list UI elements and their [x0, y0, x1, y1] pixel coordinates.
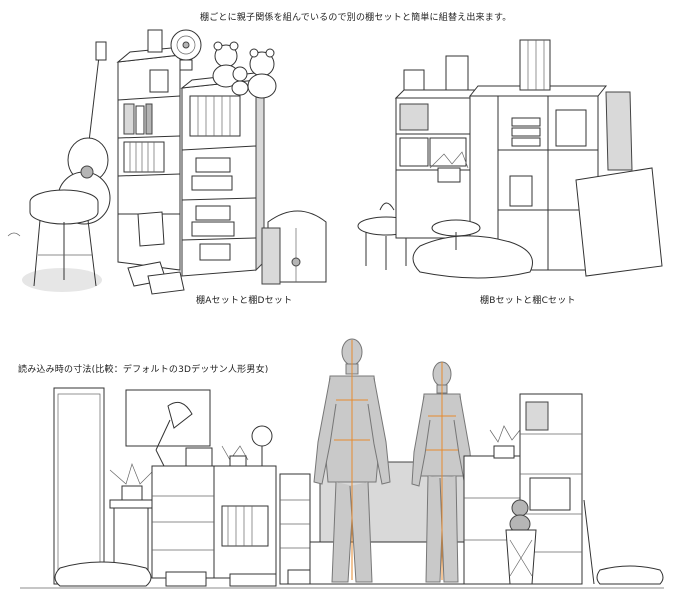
tall-bookcase-illustration: [519, 393, 583, 585]
scale-comparison-scene: [20, 338, 664, 589]
male-mannequin-illustration: [313, 338, 391, 583]
caption-shelf-a-d: 棚Aセットと棚Dセット: [196, 296, 293, 306]
picture-board-illustration: [125, 389, 211, 447]
floor-items-illustration: [165, 571, 277, 587]
shelf-b-c-scene: [357, 39, 663, 279]
desk-lamp-illustration: [155, 401, 193, 467]
stool-illustration: [29, 189, 99, 287]
leaning-board-illustration: [575, 91, 663, 277]
shelf-a-d-scene: [7, 29, 327, 295]
header-text: 棚ごとに親子関係を組んでいるので別の棚セットと簡単に組替え出来ます。: [200, 13, 512, 23]
floor-books-illustration: [7, 211, 185, 295]
section-title-dimensions: 読み込み時の寸法(比較：デフォルトの3Dデッサン人形男女): [18, 365, 269, 375]
shelf-d-illustration: [180, 70, 266, 277]
cushion-right-illustration: [583, 499, 664, 585]
box-stack-illustration: [279, 473, 311, 585]
shelf-b-illustration: [394, 55, 480, 239]
female-mannequin-illustration: [411, 361, 473, 583]
caption-shelf-b-c: 棚Bセットと棚Cセット: [480, 296, 576, 306]
floor-cushion-illustration: [412, 219, 533, 279]
bear-basket-illustration: [505, 499, 537, 585]
potted-plant-illustration: [429, 151, 469, 183]
shelf-a-illustration: [116, 29, 194, 271]
teddy-bears-illustration: [212, 41, 277, 99]
folding-screen-illustration: [53, 387, 105, 585]
cushion-left-illustration: [54, 561, 152, 587]
fan-illustration: [170, 29, 202, 71]
school-bag-illustration: [261, 210, 327, 285]
drawer-cabinet-illustration: [151, 425, 277, 579]
shelf-c-illustration: [468, 39, 608, 271]
